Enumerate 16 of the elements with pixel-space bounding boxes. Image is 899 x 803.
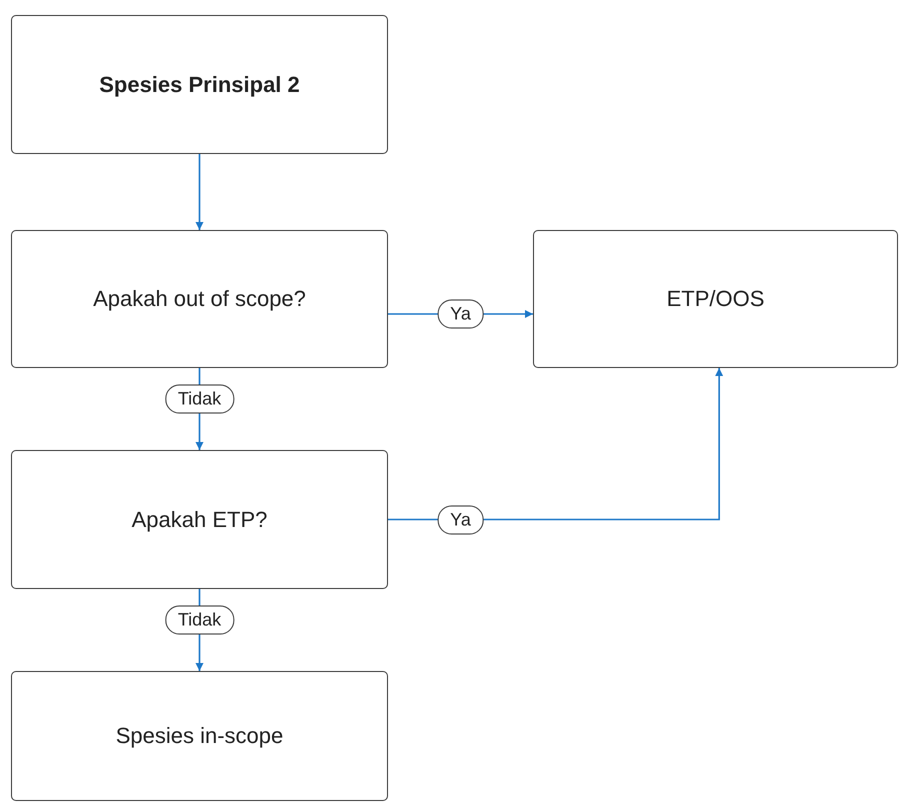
node-text: Spesies in-scope: [114, 723, 284, 749]
process-box: [11, 450, 388, 589]
node-text: ETP/OOS: [666, 286, 766, 312]
process-box: [11, 230, 388, 368]
arrow: [196, 154, 204, 230]
arrow: [388, 368, 724, 520]
edge-label: Tidak: [164, 384, 234, 414]
process-box: [11, 671, 388, 801]
node-text: Spesies Prinsipal 2: [98, 72, 301, 98]
node-text: Apakah out of scope?: [92, 286, 307, 312]
edge-label: Tidak: [164, 606, 234, 634]
node-text: Apakah ETP?: [130, 506, 268, 532]
process-box: [11, 15, 388, 154]
edge-label: Ya: [437, 300, 484, 328]
edge-label: Ya: [437, 505, 484, 534]
process-box: [533, 230, 898, 368]
